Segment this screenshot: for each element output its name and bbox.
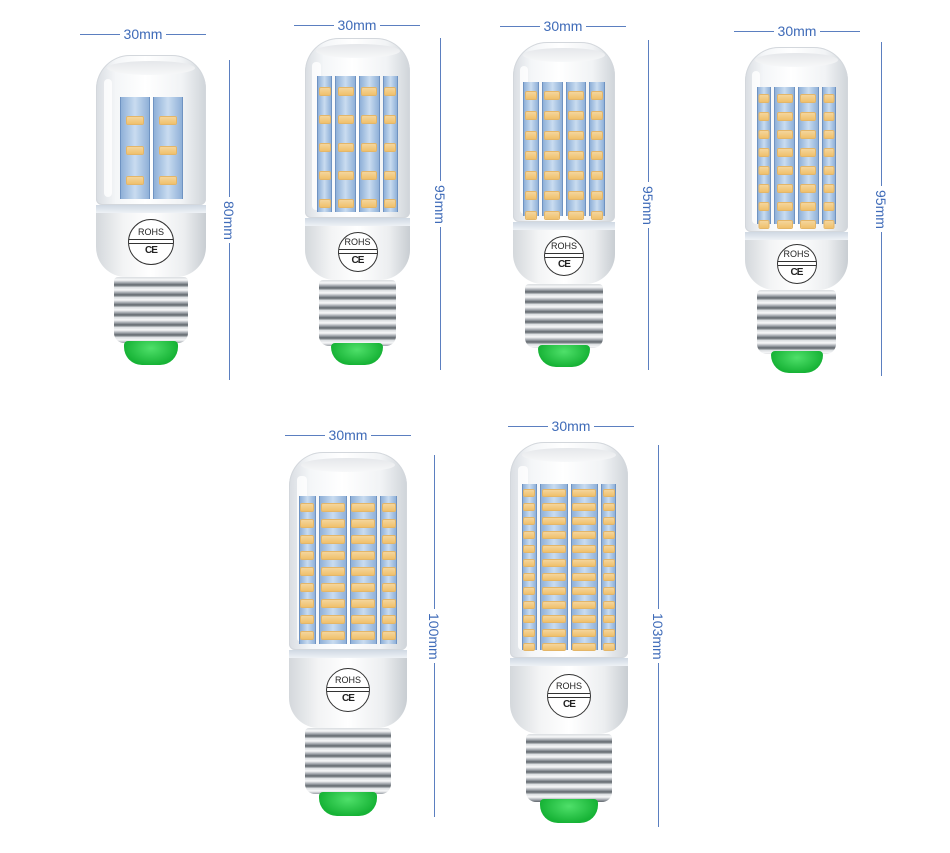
base-contact-tip	[540, 799, 598, 823]
base-contact-tip	[319, 792, 377, 816]
e27-screw-base	[525, 284, 603, 348]
height-label: 95mm	[640, 185, 656, 225]
led-strips	[299, 496, 397, 644]
width-label: 30mm	[328, 427, 368, 443]
bulb-cover	[510, 442, 628, 658]
height-dimension: 95mm	[873, 42, 889, 376]
e27-screw-base	[526, 734, 612, 802]
width-label: 30mm	[551, 418, 591, 434]
bulb-cover	[96, 55, 206, 205]
led-strips	[317, 76, 398, 212]
height-dimension: 103mm	[650, 445, 666, 827]
e27-screw-base	[757, 290, 836, 354]
height-label: 95mm	[873, 189, 889, 229]
width-label: 30mm	[337, 17, 377, 33]
base-contact-tip	[538, 345, 590, 367]
bulb-cover	[513, 42, 615, 222]
width-label: 30mm	[123, 26, 163, 42]
led-strips	[523, 82, 605, 219]
bulb-cover	[305, 38, 410, 218]
height-dimension: 95mm	[640, 40, 656, 370]
e27-screw-base	[319, 280, 396, 346]
height-dimension: 80mm	[221, 60, 237, 380]
width-dimension: 30mm	[285, 427, 411, 443]
led-strips	[522, 484, 616, 650]
width-dimension: 30mm	[508, 418, 634, 434]
height-label: 100mm	[426, 612, 442, 660]
bulb-cover	[745, 47, 848, 232]
e27-screw-base	[305, 728, 391, 794]
width-dimension: 30mm	[734, 23, 860, 39]
height-label: 95mm	[432, 184, 448, 224]
e27-screw-base	[114, 277, 188, 343]
base-contact-tip	[771, 351, 823, 373]
height-dimension: 100mm	[426, 455, 442, 817]
base-contact-tip	[124, 341, 178, 365]
width-label: 30mm	[777, 23, 817, 39]
height-label: 80mm	[221, 200, 237, 240]
width-label: 30mm	[543, 18, 583, 34]
height-label: 103mm	[650, 612, 666, 660]
led-strips	[116, 97, 186, 199]
width-dimension: 30mm	[80, 26, 206, 42]
led-strips	[757, 87, 836, 228]
width-dimension: 30mm	[294, 17, 420, 33]
bulb-cover	[289, 452, 407, 650]
height-dimension: 95mm	[432, 38, 448, 370]
width-dimension: 30mm	[500, 18, 626, 34]
base-contact-tip	[331, 343, 383, 365]
